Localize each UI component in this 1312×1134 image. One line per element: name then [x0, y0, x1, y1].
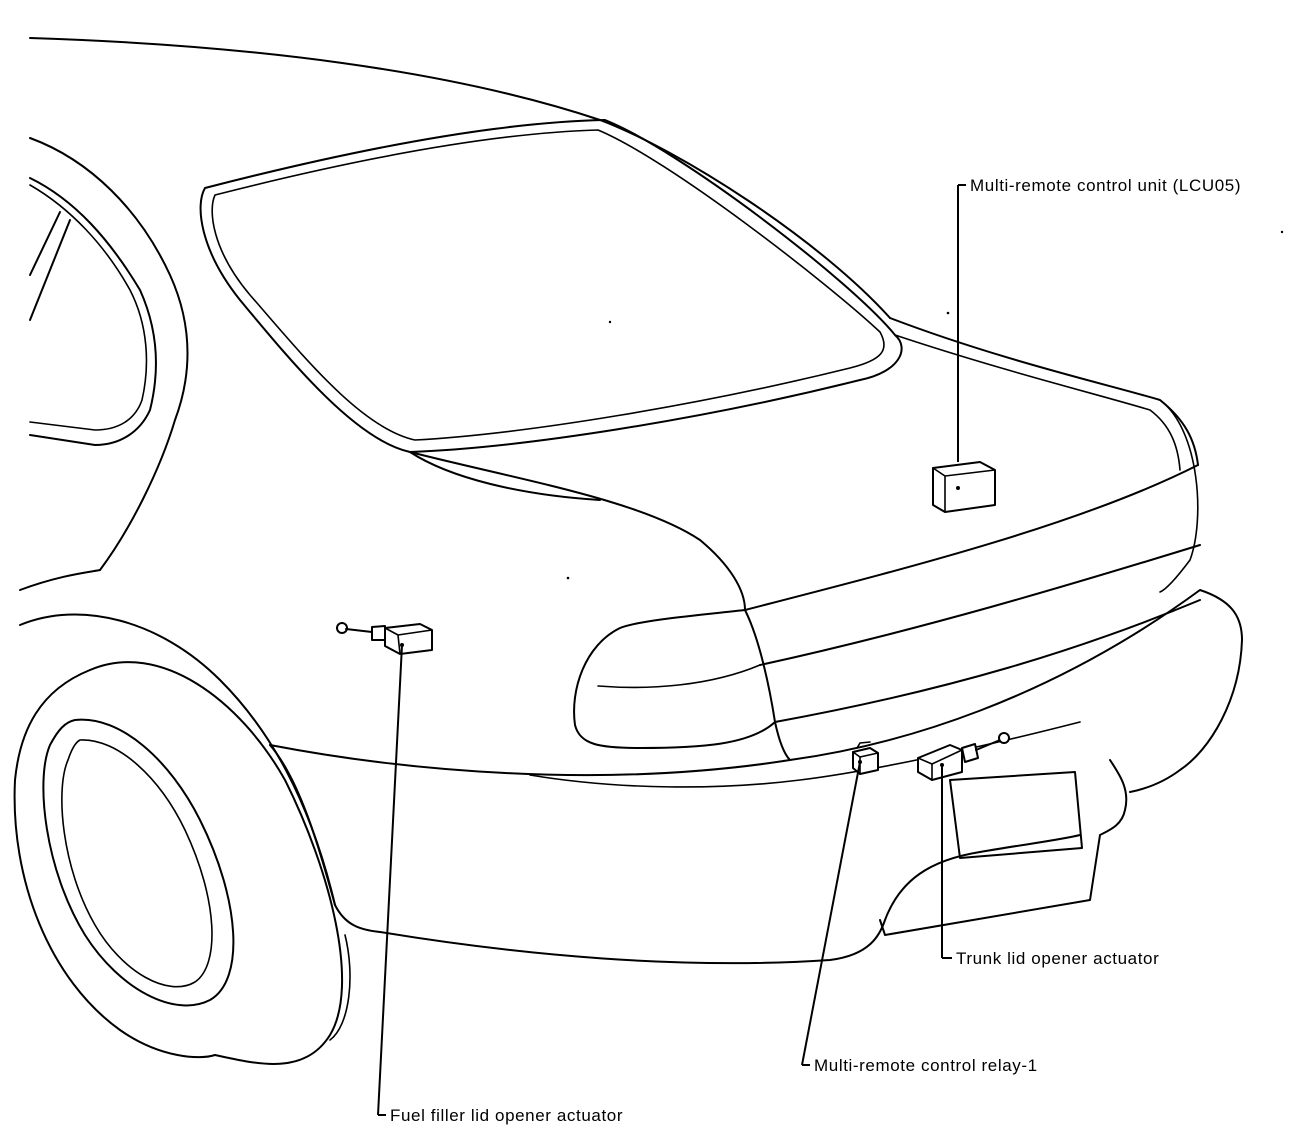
label-trunk-lid-actuator: Trunk lid opener actuator [956, 949, 1160, 968]
trunk-rear-line-3 [774, 599, 1201, 723]
control-unit-box-icon [932, 461, 996, 513]
tail-lamp-line [597, 664, 761, 689]
bumper-cutout [879, 759, 1128, 936]
window-divider [29, 211, 71, 321]
body-side-line [19, 569, 101, 591]
speck [1280, 230, 1284, 234]
speck [608, 320, 612, 324]
label-control-unit: Multi-remote control unit (LCU05) [970, 176, 1242, 195]
tire-outer [89, 661, 344, 1065]
quarter-panel-curve [409, 451, 791, 761]
trunk-rear-line-2 [759, 544, 1201, 666]
trunk-lid-top [409, 317, 1199, 501]
side-window-frame [29, 177, 157, 446]
label-fuel-filler-actuator: Fuel filler lid opener actuator [390, 1106, 624, 1125]
rear-bumper-top [269, 589, 1243, 793]
trunk-rear-line-1 [744, 464, 1199, 611]
tail-lamp [573, 609, 776, 749]
rear-window-inner [211, 129, 885, 441]
speck [566, 576, 570, 580]
speck [946, 311, 950, 315]
side-window-outer [29, 137, 189, 571]
control-unit-leader [956, 184, 966, 490]
wheel-rim-outer [42, 718, 235, 1007]
side-window-inner [29, 184, 148, 431]
wheel-arch [19, 613, 336, 906]
license-plate-recess [949, 771, 1083, 859]
tire-back [13, 669, 216, 1059]
fuel-actuator-leader [377, 643, 404, 1116]
fuel-filler-actuator-icon [336, 622, 433, 655]
trunk-actuator-leader [940, 763, 952, 959]
trunk-lid-actuator-icon [917, 732, 1010, 781]
wheel-rim-inner [61, 739, 213, 988]
trunk-lid-edge [894, 334, 1181, 471]
label-relay: Multi-remote control relay-1 [814, 1056, 1038, 1075]
rear-window-outer [199, 119, 903, 453]
trunk-side-curve [1159, 399, 1199, 593]
relay-leader [801, 760, 862, 1066]
roof-line [29, 37, 891, 319]
tire-sidewall [329, 934, 351, 1041]
